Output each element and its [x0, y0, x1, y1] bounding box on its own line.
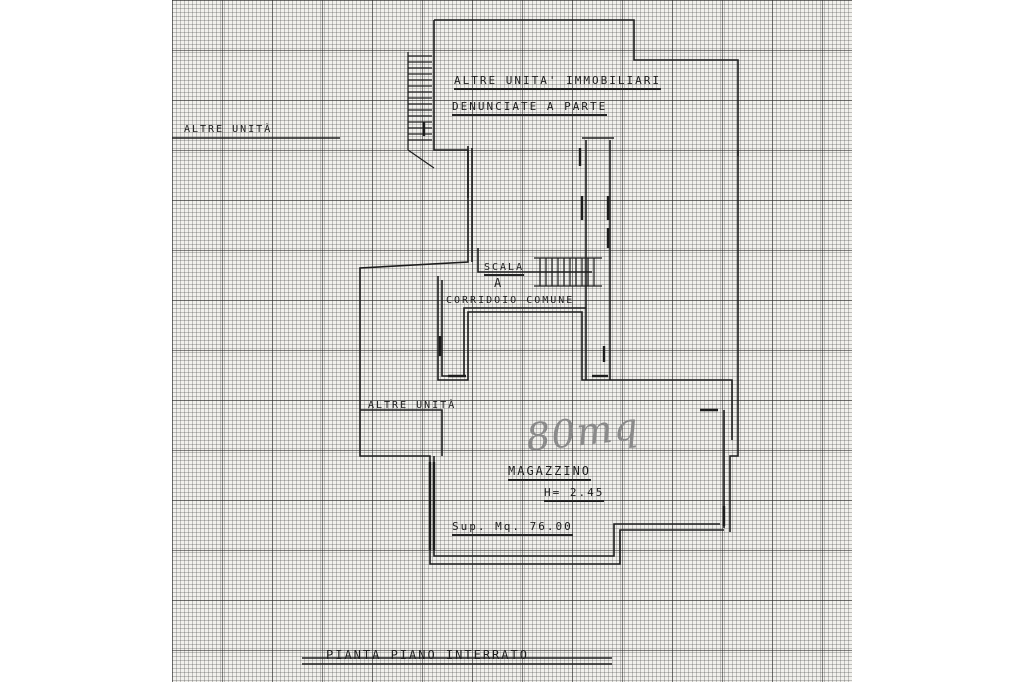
upper-units-outline	[434, 19, 739, 156]
label-altezza: H= 2.45	[544, 486, 605, 502]
label-magazzino: MAGAZZINO	[508, 464, 592, 481]
label-scala-letter: A	[494, 276, 504, 290]
inner-wall-b	[477, 248, 592, 273]
stair-shaft	[359, 146, 724, 565]
plan-title: PIANTA PIANO INTERRATO	[326, 648, 529, 662]
label-superficie: Sup. Mq. 76.00	[452, 520, 573, 536]
label-altre-unita-center: ALTRE UNITÀ	[368, 400, 457, 411]
label-altre-unita-immobiliari: ALTRE UNITA' IMMOBILIARI	[454, 74, 661, 90]
label-denunciate-a-parte: DENUNCIATE A PARTE	[452, 100, 608, 116]
outer-right-wall	[729, 150, 739, 532]
floor-plan-sheet: ALTRE UNITA' IMMOBILIARI DENUNCIATE A PA…	[172, 0, 852, 682]
label-altre-unita-left: ALTRE UNITÀ	[184, 124, 273, 135]
center-units-box	[360, 409, 443, 456]
scala-a-stairs	[534, 257, 602, 287]
label-corridoio-comune: CORRIDOIO COMUNE	[446, 295, 575, 306]
upper-stairs	[407, 52, 435, 169]
corridor-outline	[437, 276, 733, 440]
floor-plan-drawing	[172, 19, 739, 665]
label-scala: SCALA	[484, 262, 525, 276]
